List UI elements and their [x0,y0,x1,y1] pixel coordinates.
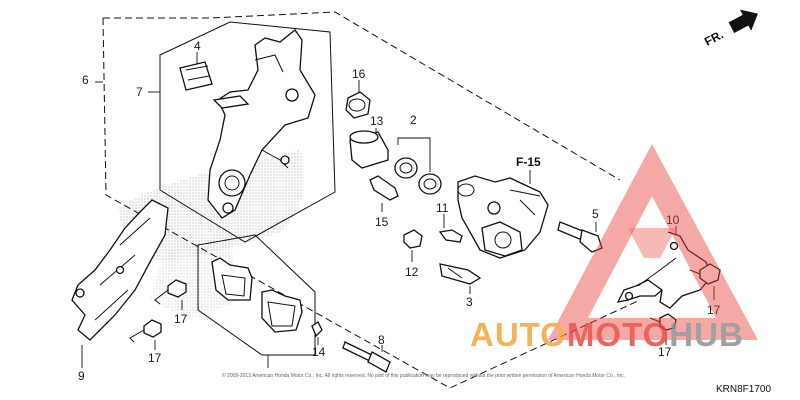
callout-17-right-a: 17 [707,303,721,317]
part-17-bolt-left-a[interactable] [154,279,187,305]
callout-10: 10 [666,213,680,227]
part-17-bolt-right-a[interactable] [689,263,721,285]
callout-7: 7 [136,85,143,99]
callout-15: 15 [375,215,389,229]
assembly-outline-6 [102,11,641,389]
callout-4: 4 [194,39,201,53]
callout-11: 11 [436,201,449,215]
callout-2: 2 [410,113,417,127]
part-12-cap[interactable] [403,229,423,249]
part-2-seals[interactable] [394,157,442,195]
bracket-box-7 [159,21,336,243]
part-17-bolt-right-b[interactable] [649,313,677,331]
watermark-logo: AUTOMOTOHUB [470,144,758,353]
watermark-part-1: AUTO [470,316,567,353]
part-4-clip[interactable] [179,61,213,91]
callout-5: 5 [592,207,599,221]
part-8-pin[interactable] [342,341,391,373]
copyright-text: © 2009-2013 American Honda Motor Co., In… [222,372,625,379]
part-5-slide-pin[interactable] [557,221,603,253]
watermark-text: AUTOMOTOHUB [470,316,744,353]
part-pad-lower[interactable] [261,289,303,333]
fr-label: FR. [702,27,726,48]
watermark-part-2: MOTO [567,316,669,353]
part-17-bolt-left-b[interactable] [129,319,162,343]
part-10-guard[interactable] [616,231,713,309]
part-9-guard[interactable] [71,199,169,341]
callout-17-left-a: 17 [174,312,188,326]
fr-arrow-icon [728,9,758,33]
callout-17-left-b: 17 [148,351,162,365]
part-7-bracket[interactable] [207,29,316,219]
part-16-boot[interactable] [345,91,371,119]
callout-6: 6 [82,73,89,87]
caliper-body[interactable] [457,175,549,259]
part-14-pin-clip[interactable] [311,321,323,338]
watermark-inner-triangle-icon [628,228,676,258]
direction-indicator: FR. [702,9,758,49]
watermark-part-3: HUB [669,316,744,353]
part-15-bleed[interactable] [369,175,399,201]
callout-16: 16 [352,67,366,81]
reference-label: F-15 [516,155,541,169]
part-pad-upper[interactable] [211,257,253,301]
part-13-piston[interactable] [349,130,389,169]
callout-13: 13 [370,114,384,128]
diagram-code: KRN8F1700 [716,384,771,395]
callout-8: 8 [378,333,385,347]
watermark-triangle-icon [548,144,758,340]
callout-14: 14 [312,345,326,359]
pad-box [197,234,316,356]
callout-3: 3 [466,295,473,309]
callout-9: 9 [78,369,85,383]
callout-12: 12 [405,265,419,279]
part-3-spring[interactable] [439,263,482,285]
part-11-bleeder[interactable] [438,229,463,243]
callout-17-right-b: 17 [658,345,672,359]
